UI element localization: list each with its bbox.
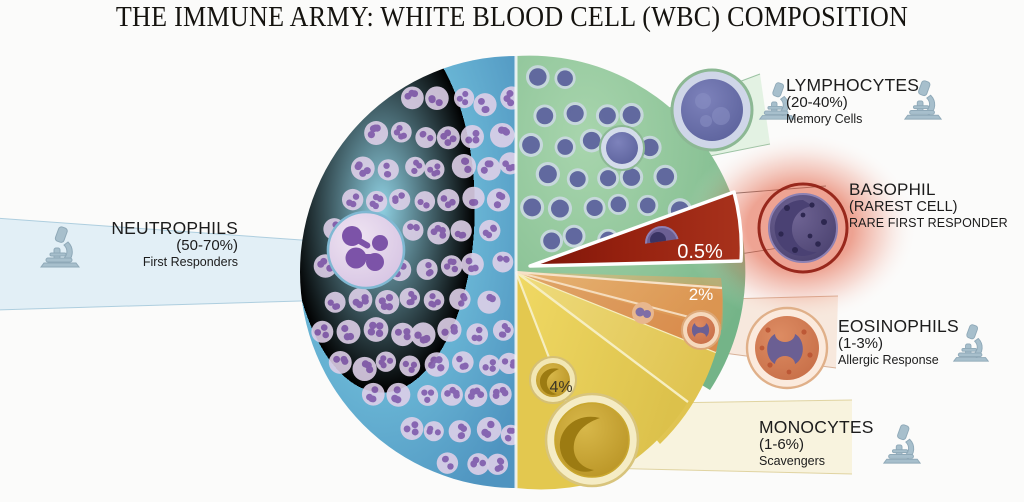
magnified-cell-eosinophil [745,306,829,390]
label-neutrophils-name: NEUTROPHILS [111,218,238,238]
slice-value-monocytes: 4% [549,379,572,396]
label-neutrophils-role: First Responders [142,254,238,269]
label-eosinophils-role: Allergic Response [838,352,939,367]
label-neutrophils-range: (50-70%) [176,236,238,254]
label-eosinophils-name: EOSINOPHILS [838,316,959,336]
label-lymphocytes-role: Memory Cells [786,111,863,126]
label-neutrophils: NEUTROPHILS (50-70%) First Responders [78,219,238,269]
label-monocytes-role: Scavengers [759,453,826,468]
magnified-cell-lymphocyte [670,68,754,152]
magnified-cell-neutrophil [326,210,406,290]
slice-value-basophil: 0.5% [677,241,723,263]
label-lymphocytes-name: LYMPHOCYTES [786,75,920,95]
label-basophil-role: RARE FIRST RESPONDER [849,215,1008,230]
label-eosinophils: EOSINOPHILS (1-3%) Allergic Response [838,317,1013,367]
label-eosinophils-range: (1-3%) [838,334,884,352]
magnified-cell-monocyte [544,392,640,488]
microscope-icon [903,80,943,120]
label-basophil-name: BASOPHIL [849,180,936,199]
magnified-cell-basophil [757,182,849,274]
magnified-cell-eosinophil-small [681,310,721,350]
label-basophil: BASOPHIL (RAREST CELL) RARE FIRST RESPON… [849,180,1024,230]
label-basophil-range: (RAREST CELL) [849,199,958,216]
page-title: THE IMMUNE ARMY: WHITE BLOOD CELL (WBC) … [115,2,909,33]
label-lymphocytes: LYMPHOCYTES (20-40%) Memory Cells [786,76,976,126]
microscope-icon [952,324,990,362]
microscope-icon [40,226,80,268]
microscope-icon [882,424,922,464]
magnified-cell-lymphocyte-small [599,125,645,171]
label-monocytes-range: (1-6%) [759,435,805,453]
magnified-cell-eosinophil-tiny [632,302,654,324]
label-monocytes-name: MONOCYTES [759,417,874,437]
label-lymphocytes-range: (20-40%) [786,93,848,111]
microscope-icon [758,82,796,120]
pie-slice-eosinophils[interactable] [515,270,724,352]
label-monocytes: MONOCYTES (1-6%) Scavengers [759,418,929,468]
magnified-cell-monocyte-small [529,356,577,404]
slice-value-eosinophils: 2% [689,285,714,304]
